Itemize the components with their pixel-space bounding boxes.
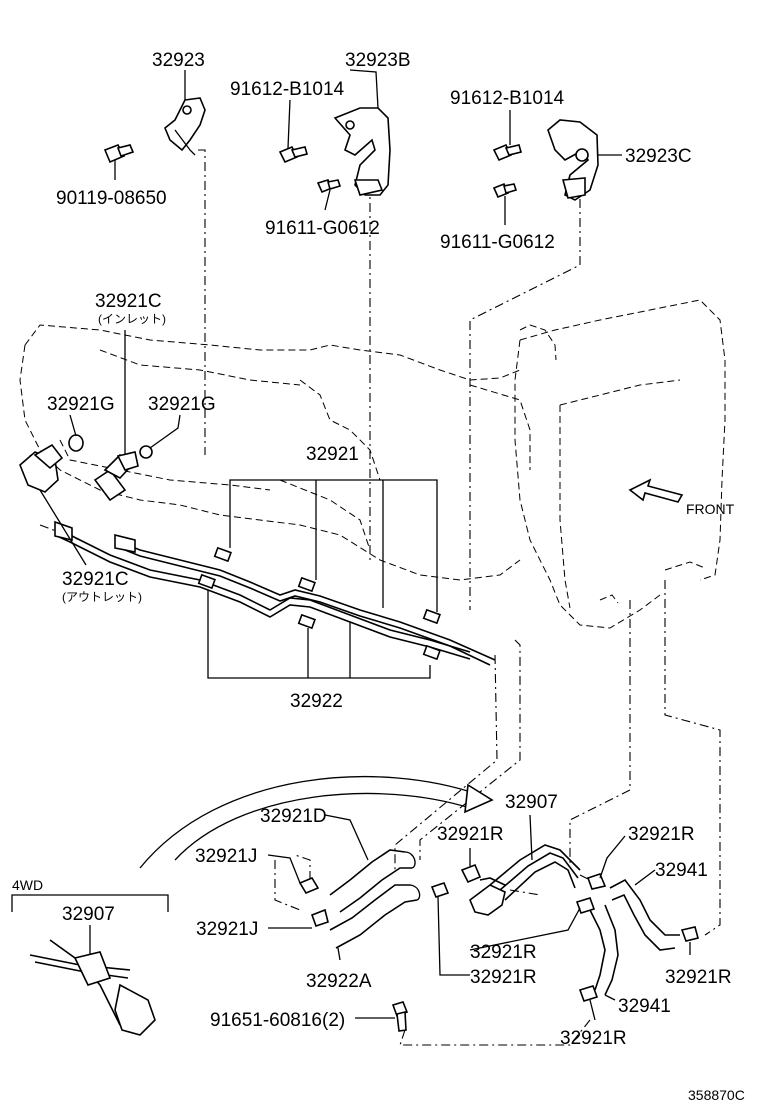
label-32907-4wd: 32907 [62, 904, 115, 925]
label-91611-left: 91611-G0612 [265, 218, 380, 239]
gasket-32921G-right [139, 445, 153, 459]
label-91651: 91651-60816(2) [210, 1010, 345, 1031]
bracket-32923 [164, 97, 206, 156]
bolt-91612-left [278, 145, 308, 164]
bracket-32923B [333, 107, 391, 196]
label-4wd: 4WD [12, 877, 43, 893]
label-32921J-1: 32921J [195, 846, 257, 867]
label-32921: 32921 [306, 444, 359, 465]
fitting-32921C-inlet [93, 451, 139, 502]
label-32921R-1: 32921R [437, 824, 504, 845]
label-32921C-inlet: 32921C [95, 291, 162, 312]
pointer-lines [39, 69, 691, 1021]
bolt-91651 [391, 1001, 409, 1032]
label-32941-1: 32941 [655, 860, 708, 881]
label-32922: 32922 [290, 691, 343, 712]
label-32923C: 32923C [625, 146, 692, 167]
label-91612-right: 91612-B1014 [450, 88, 565, 109]
label-32921G-left: 32921G [47, 394, 115, 415]
bolt-90119 [103, 144, 135, 164]
label-inlet-note: (インレット) [98, 312, 166, 326]
hose-32921D [329, 849, 416, 913]
label-32921R-5: 32921R [665, 967, 732, 988]
transmission-outline [19, 299, 726, 629]
label-outlet-note: (アウトレット) [62, 590, 142, 604]
label-32921D: 32921D [260, 806, 327, 827]
hose-clamps [298, 863, 699, 1002]
label-32923: 32923 [152, 50, 205, 71]
bolt-91611-right [492, 182, 518, 199]
cooler-32907 [469, 844, 581, 916]
fitting-32921C-outlet [19, 443, 64, 493]
callout-32922 [207, 590, 431, 679]
diagram-id: 358870C [688, 1087, 745, 1103]
leader-lines [29, 149, 721, 1046]
label-32922A: 32922A [306, 971, 372, 992]
bracket-32923C [547, 119, 599, 201]
label-32921R-6: 32921R [560, 1028, 627, 1049]
curved-arrow-icon [139, 775, 494, 869]
hose-32941-upper [609, 878, 680, 951]
bolt-91611-left [316, 179, 342, 194]
label-32921G-right: 32921G [148, 394, 216, 415]
label-32921C-outlet: 32921C [62, 569, 129, 590]
label-32921J-2: 32921J [196, 919, 258, 940]
callout-32921 [229, 479, 438, 612]
hose-32922A [329, 884, 421, 949]
label-32921R-2: 32921R [628, 824, 695, 845]
inset-4wd [11, 894, 169, 1036]
label-90119: 90119-08650 [56, 188, 167, 209]
bolt-91612-right [492, 143, 522, 162]
label-91612-left: 91612-B1014 [230, 79, 345, 100]
hose-32941-lower [589, 904, 619, 996]
gasket-32921G-left [68, 434, 84, 452]
part-labels: 32923 32923B 91612-B1014 91612-B1014 329… [12, 50, 745, 1103]
label-32941-2: 32941 [618, 996, 671, 1017]
label-32923B: 32923B [345, 50, 411, 71]
label-front: FRONT [686, 501, 735, 517]
label-32921R-4: 32921R [470, 967, 537, 988]
label-32907: 32907 [505, 792, 558, 813]
label-32921R-3: 32921R [470, 942, 537, 963]
front-arrow-icon [628, 478, 684, 503]
label-91611-right: 91611-G0612 [440, 232, 555, 253]
